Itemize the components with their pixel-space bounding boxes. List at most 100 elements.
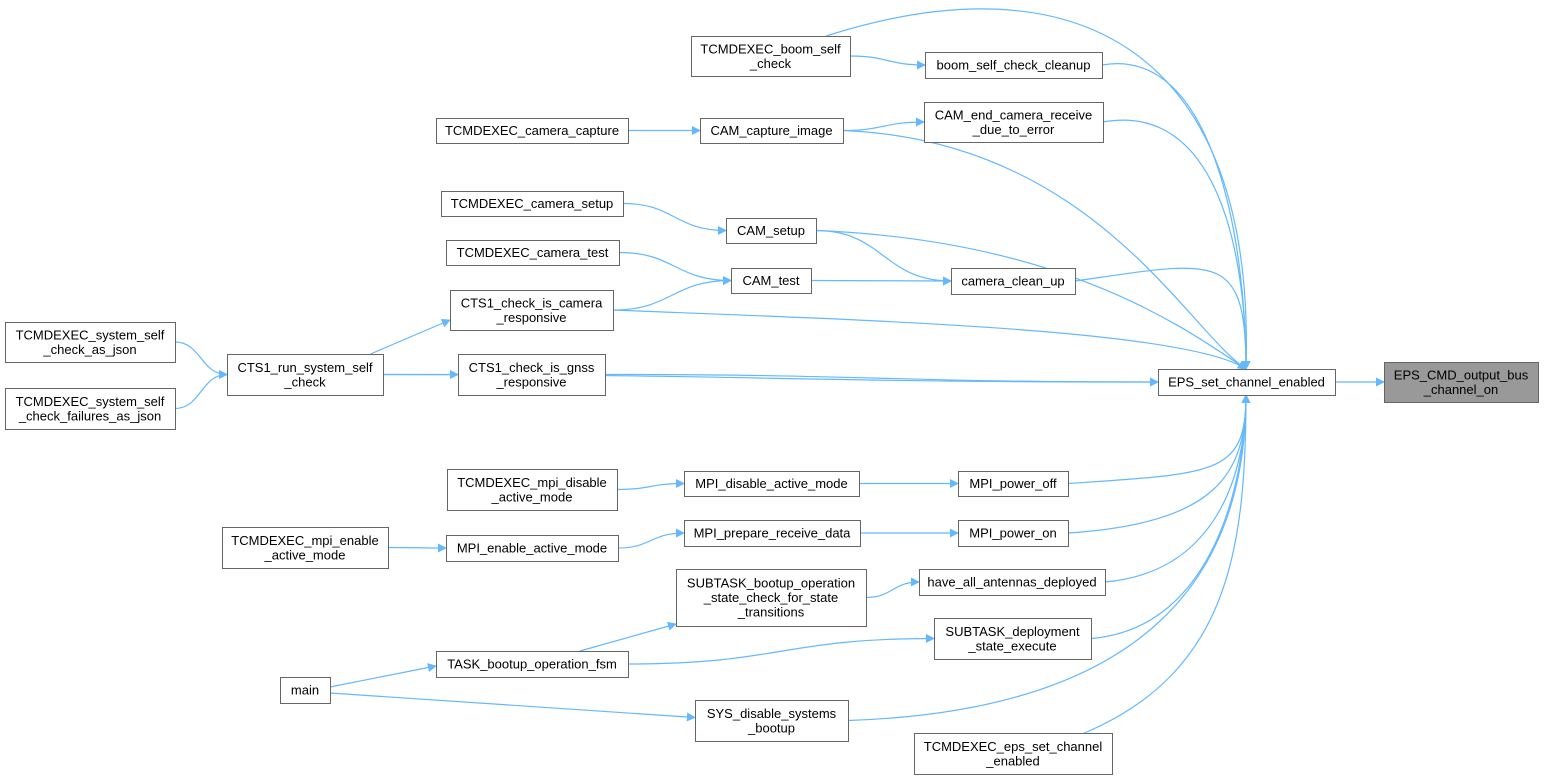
node-eps-set-channel-enabled[interactable]: EPS_set_channel_enabled <box>1158 369 1336 396</box>
node-subtask-bootup[interactable]: SUBTASK_bootup_operation_state_check_for… <box>676 569 867 627</box>
node-mpi-enable-active-mode[interactable]: MPI_enable_active_mode <box>446 535 619 562</box>
node-label: TASK_bootup_operation_fsm <box>447 657 617 672</box>
node-camera-setup[interactable]: TCMDEXEC_camera_setup <box>441 191 624 217</box>
node-label: have_all_antennas_deployed <box>927 575 1096 590</box>
node-box <box>958 471 1069 497</box>
node-label: _state_execute <box>967 638 1056 653</box>
node-boom-self-check-cleanup[interactable]: boom_self_check_cleanup <box>925 52 1103 79</box>
node-label: TCMDEXEC_boom_self <box>700 41 841 56</box>
edge-mpi-power-off-to-eps-set-channel-enabled <box>1067 394 1251 485</box>
edge-camera-setup-to-cam-setup <box>622 202 727 235</box>
node-label: CAM_setup <box>737 223 805 238</box>
edges-layer <box>174 8 1385 734</box>
node-label: _responsive <box>495 374 566 389</box>
node-cts1-check-camera[interactable]: CTS1_check_is_camera_responsive <box>450 290 614 331</box>
node-camera-capture[interactable]: TCMDEXEC_camera_capture <box>436 118 629 144</box>
node-label: CTS1_run_system_self <box>237 360 372 375</box>
node-box <box>436 651 629 678</box>
node-label: main <box>291 683 319 698</box>
node-label: _check_failures_as_json <box>18 408 161 423</box>
node-label: MPI_disable_active_mode <box>695 476 847 491</box>
node-label: boom_self_check_cleanup <box>937 58 1091 73</box>
node-cam-test[interactable]: CAM_test <box>731 268 812 294</box>
node-box <box>1158 369 1336 396</box>
node-box <box>446 240 620 266</box>
node-task-bootup-fsm[interactable]: TASK_bootup_operation_fsm <box>436 651 629 678</box>
node-system-self-check-json[interactable]: TCMDEXEC_system_self_check_as_json <box>5 322 176 363</box>
node-label: _state_check_for_state <box>703 590 838 605</box>
node-box <box>447 469 618 511</box>
node-box <box>227 354 384 396</box>
node-box <box>958 520 1069 547</box>
node-boom-self-check[interactable]: TCMDEXEC_boom_self_check <box>691 36 851 77</box>
node-cam-setup[interactable]: CAM_setup <box>726 218 817 244</box>
node-mpi-prepare-receive-data[interactable]: MPI_prepare_receive_data <box>684 520 861 547</box>
node-label: SYS_disable_systems <box>707 706 837 721</box>
node-label: CAM_capture_image <box>710 123 832 138</box>
node-label: _check <box>283 374 326 389</box>
node-label: _transitions <box>737 605 805 620</box>
edge-system-self-check-json-to-cts1-run-system-self-check <box>174 341 228 379</box>
node-label: _enabled <box>985 753 1040 768</box>
node-box <box>919 569 1106 596</box>
node-cam-capture-image[interactable]: CAM_capture_image <box>700 118 844 144</box>
node-cts1-check-gnss[interactable]: CTS1_check_is_gnss_responsive <box>458 354 606 396</box>
node-box <box>691 36 851 77</box>
edge-cam-end-camera-receive-to-eps-set-channel-enabled <box>1102 119 1251 370</box>
node-label: _check <box>749 56 792 71</box>
node-label: _check_as_json <box>42 342 136 357</box>
node-subtask-deployment[interactable]: SUBTASK_deployment_state_execute <box>934 618 1092 660</box>
node-mpi-power-off[interactable]: MPI_power_off <box>958 471 1069 497</box>
edge-cts1-check-camera-to-cam-test <box>612 276 732 311</box>
node-label: TCMDEXEC_system_self <box>16 327 165 342</box>
node-mpi-disable-cmd[interactable]: TCMDEXEC_mpi_disable_active_mode <box>447 469 618 511</box>
node-have-all-antennas-deployed[interactable]: have_all_antennas_deployed <box>919 569 1106 596</box>
node-box <box>1384 362 1539 403</box>
node-box <box>700 118 844 144</box>
node-box <box>5 322 176 363</box>
node-main[interactable]: main <box>280 677 331 704</box>
node-box <box>951 268 1076 295</box>
node-system-self-check-failures[interactable]: TCMDEXEC_system_self_check_failures_as_j… <box>5 388 176 430</box>
node-cam-end-camera-receive[interactable]: CAM_end_camera_receive_due_to_error <box>924 102 1104 143</box>
node-eps-set-channel-cmd[interactable]: TCMDEXEC_eps_set_channel_enabled <box>914 733 1113 775</box>
node-mpi-disable-active-mode[interactable]: MPI_disable_active_mode <box>684 471 860 497</box>
node-label: TCMDEXEC_camera_capture <box>445 123 619 138</box>
node-box <box>925 52 1103 79</box>
edge-camera-clean-up-to-eps-set-channel-enabled <box>1074 267 1251 370</box>
node-box <box>914 733 1113 775</box>
edge-cam-capture-image-to-cam-end-camera-receive <box>842 117 925 132</box>
node-box <box>684 520 861 547</box>
edge-subtask-bootup-to-have-all-antennas-deployed <box>865 577 920 599</box>
node-label: CAM_test <box>742 273 799 288</box>
edge-subtask-deployment-to-eps-set-channel-enabled <box>1090 394 1251 640</box>
node-label: _due_to_error <box>972 122 1055 137</box>
node-camera-clean-up[interactable]: camera_clean_up <box>951 268 1076 295</box>
node-box <box>441 191 624 217</box>
node-box <box>676 569 867 627</box>
node-label: MPI_prepare_receive_data <box>694 526 852 541</box>
edge-cam-setup-to-eps-set-channel-enabled <box>815 229 1247 370</box>
edge-cts1-run-system-self-check-to-cts1-check-camera <box>370 319 451 355</box>
node-box <box>731 268 812 294</box>
node-mpi-power-on[interactable]: MPI_power_on <box>958 520 1069 547</box>
node-label: _responsive <box>495 310 566 325</box>
edge-mpi-disable-cmd-to-mpi-disable-active-mode <box>616 479 685 491</box>
node-box <box>5 388 176 430</box>
edge-cts1-check-gnss-to-eps-set-channel-enabled <box>604 373 1159 387</box>
node-label: TCMDEXEC_camera_test <box>457 245 609 260</box>
node-label: SUBTASK_deployment <box>945 624 1080 639</box>
edge-cam-setup-to-camera-clean-up <box>815 229 952 286</box>
node-mpi-enable-cmd[interactable]: TCMDEXEC_mpi_enable_active_mode <box>222 527 389 569</box>
node-box <box>280 677 331 704</box>
node-box <box>695 700 849 742</box>
node-label: SUBTASK_bootup_operation <box>687 576 855 591</box>
node-box <box>436 118 629 144</box>
node-sys-disable-systems[interactable]: SYS_disable_systems_bootup <box>695 700 849 742</box>
edge-sys-disable-systems-to-eps-set-channel-enabled <box>847 394 1251 722</box>
node-cts1-run-system-self-check[interactable]: CTS1_run_system_self_check <box>227 354 384 396</box>
node-label: MPI_power_off <box>969 476 1057 491</box>
node-label: TCMDEXEC_camera_setup <box>451 196 614 211</box>
node-camera-test[interactable]: TCMDEXEC_camera_test <box>446 240 620 266</box>
